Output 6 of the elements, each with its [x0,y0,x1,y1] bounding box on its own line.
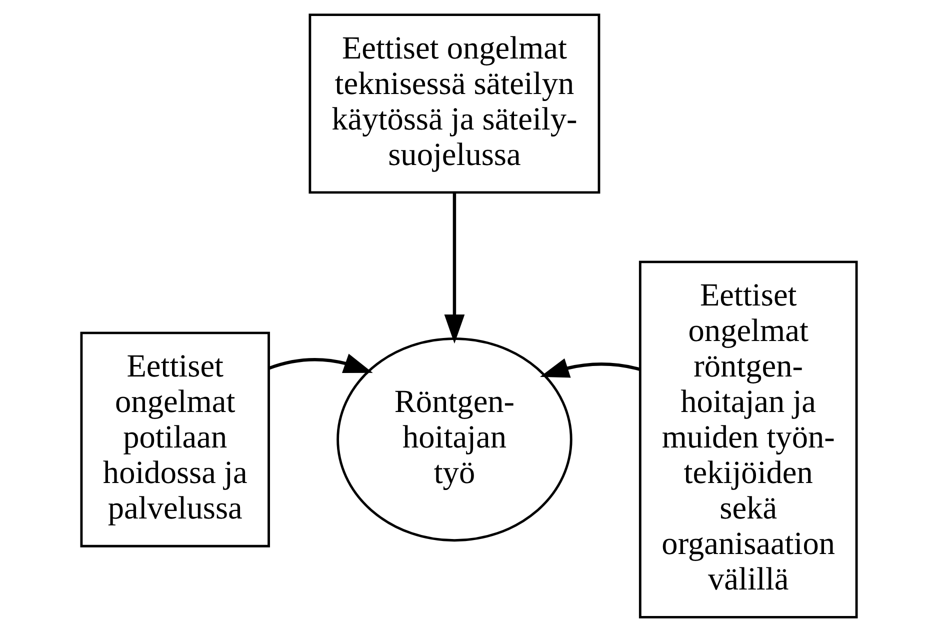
node-box: Eettiset ongelmat potilaan hoidossa ja palvelussa [80,332,270,548]
arrow [268,354,372,373]
node-box: Eettiset ongelmat röntgen- hoitajan ja muiden työn- tekijöiden sekä organisaation välillä [638,260,858,618]
arrow [444,192,464,344]
node-box: Eettiset ongelmat teknisessä säteilyn käytössä ja säteily- suojelussa [308,14,600,194]
arrow [539,358,640,378]
